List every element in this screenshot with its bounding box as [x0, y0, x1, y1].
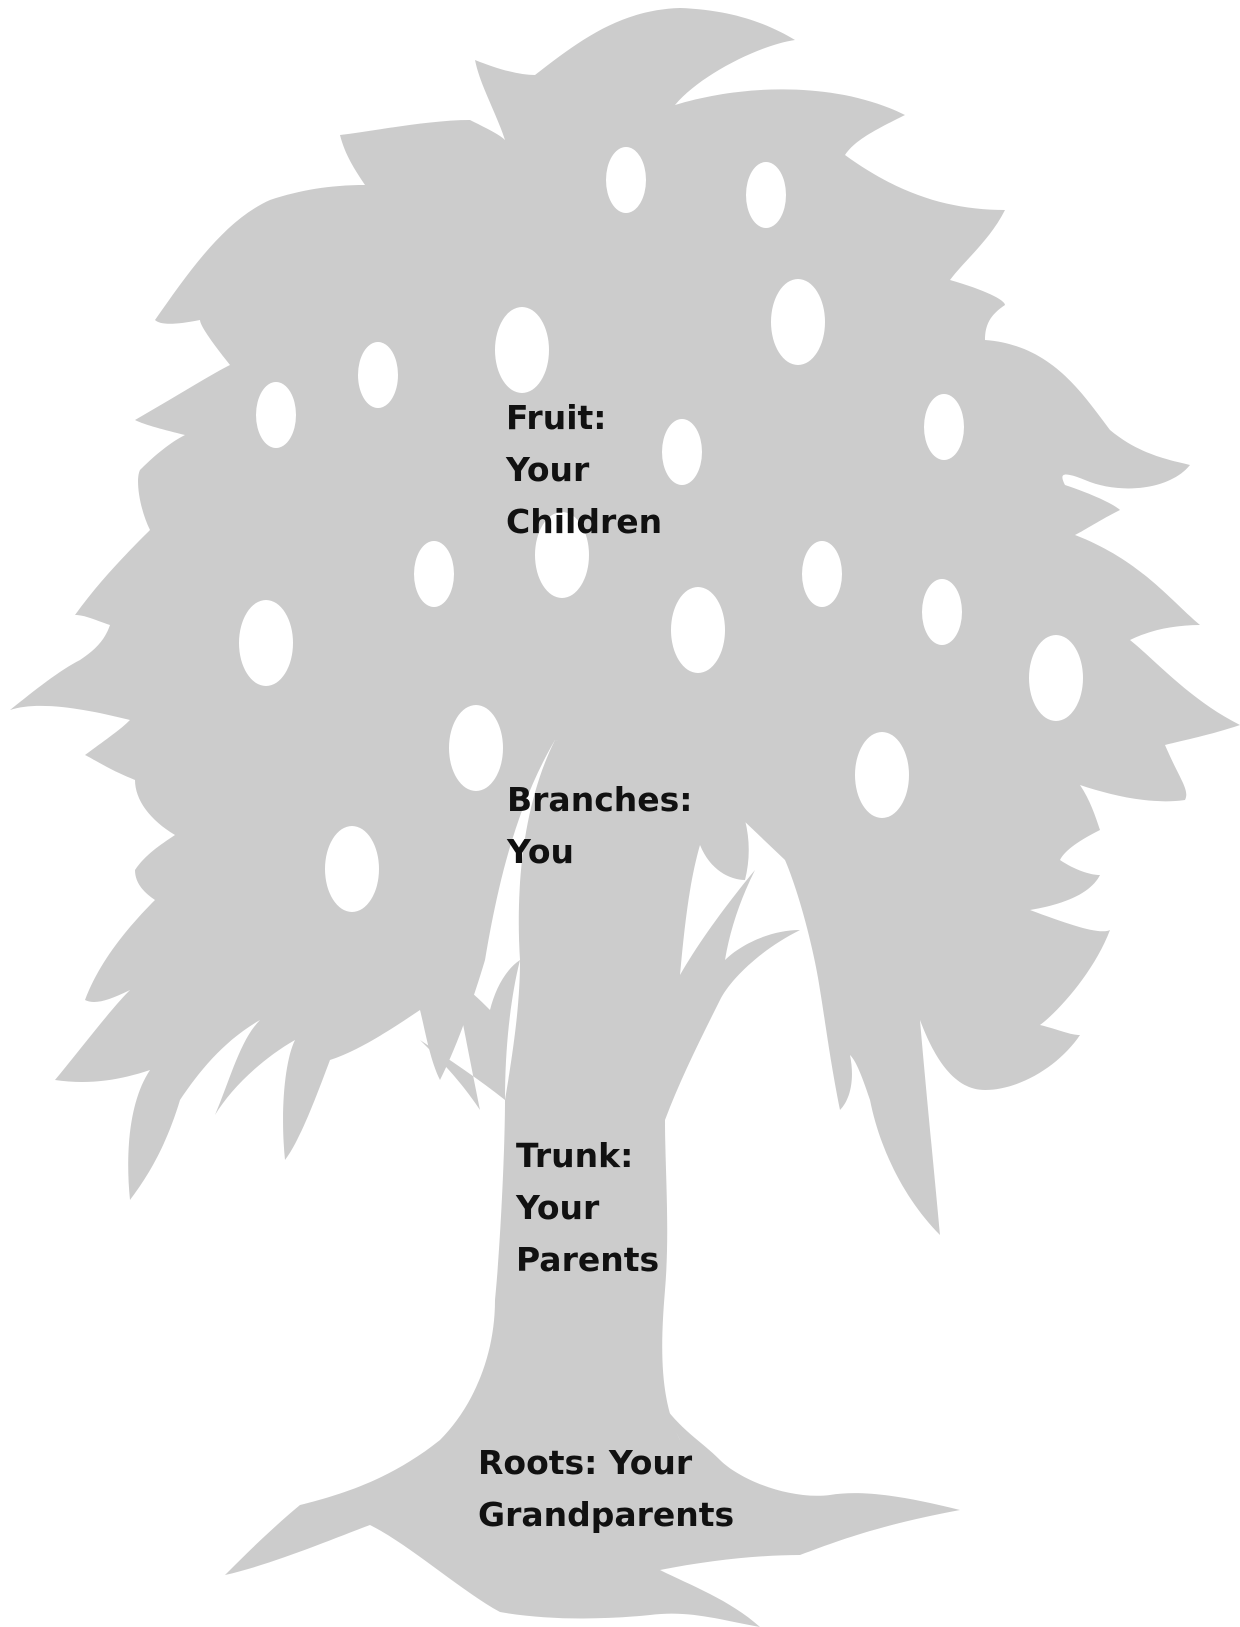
trunk-label-line: Trunk: — [516, 1130, 659, 1182]
fruit-label: Fruit: Your Children — [506, 392, 662, 548]
fruit — [449, 705, 503, 791]
branches-label-line: You — [507, 826, 692, 878]
fruit — [671, 587, 725, 673]
trunk-label-line: Your — [516, 1182, 659, 1234]
trunk-label: Trunk: Your Parents — [516, 1130, 659, 1286]
fruit — [1029, 635, 1083, 721]
branches-label: Branches: You — [507, 774, 692, 878]
fruit-label-line: Your — [506, 444, 662, 496]
branches-label-line: Branches: — [507, 774, 692, 826]
fruit — [256, 382, 296, 448]
fruit — [325, 826, 379, 912]
fruit — [746, 162, 786, 228]
fruit — [414, 541, 454, 607]
roots-label-line: Roots: Your — [478, 1437, 734, 1489]
fruit — [771, 279, 825, 365]
fruit — [855, 732, 909, 818]
trunk-label-line: Parents — [516, 1234, 659, 1286]
fruit — [358, 342, 398, 408]
roots-label: Roots: Your Grandparents — [478, 1437, 734, 1541]
roots-label-line: Grandparents — [478, 1489, 734, 1541]
fruit — [606, 147, 646, 213]
fruit-label-line: Children — [506, 496, 662, 548]
fruit — [924, 394, 964, 460]
fruit — [239, 600, 293, 686]
fruit — [662, 419, 702, 485]
fruit — [495, 307, 549, 393]
fruit — [802, 541, 842, 607]
fruit-label-line: Fruit: — [506, 392, 662, 444]
fruit — [922, 579, 962, 645]
